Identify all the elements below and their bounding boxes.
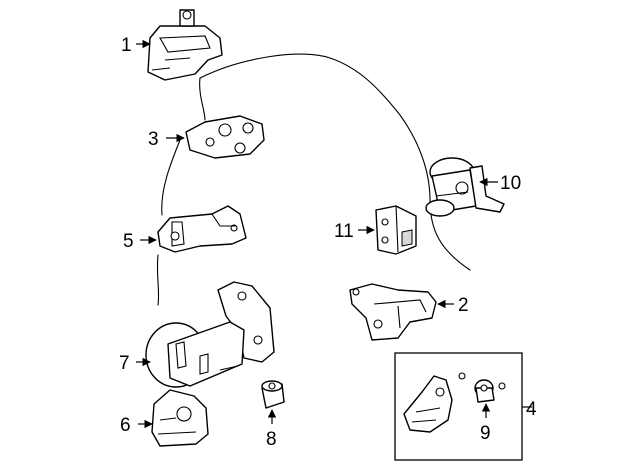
callout-8: 8	[266, 409, 277, 450]
callout-11: 11	[334, 221, 375, 242]
callout-label-1: 1	[121, 35, 132, 56]
part-mount-7[interactable]	[145, 281, 275, 388]
callout-4: 4	[522, 399, 537, 420]
callout-label-7: 7	[119, 353, 130, 374]
callout-6: 6	[120, 415, 153, 436]
callout-5: 5	[123, 231, 157, 252]
callout-label-4: 4	[526, 399, 537, 420]
callout-label-6: 6	[120, 415, 131, 436]
part-bracket-11[interactable]	[375, 205, 417, 255]
callout-10: 10	[479, 173, 521, 194]
callout-1: 1	[121, 35, 151, 56]
part-mount-4[interactable]	[403, 372, 466, 433]
callout-2: 2	[437, 295, 469, 316]
part-bracket-5[interactable]	[157, 205, 247, 253]
callout-3: 3	[148, 129, 185, 150]
part-bushing-8[interactable]	[261, 380, 285, 409]
part-engine-mount-10[interactable]	[425, 157, 505, 217]
engine-outline	[199, 53, 471, 271]
part-engine-mount-1[interactable]	[147, 9, 223, 81]
callout-label-8: 8	[266, 429, 277, 450]
callout-label-9: 9	[480, 423, 491, 444]
part-bracket-3[interactable]	[185, 115, 265, 159]
part-bracket-2[interactable]	[349, 283, 437, 341]
callout-7: 7	[119, 353, 151, 374]
callout-label-2: 2	[458, 295, 469, 316]
part-bushing-9[interactable]	[474, 379, 506, 403]
callout-9: 9	[480, 403, 491, 444]
callout-label-3: 3	[148, 129, 159, 150]
callout-label-10: 10	[500, 173, 521, 194]
callout-label-11: 11	[334, 221, 354, 242]
part-mount-6[interactable]	[151, 389, 209, 447]
callout-label-5: 5	[123, 231, 134, 252]
engine-outline-left	[156, 77, 206, 306]
